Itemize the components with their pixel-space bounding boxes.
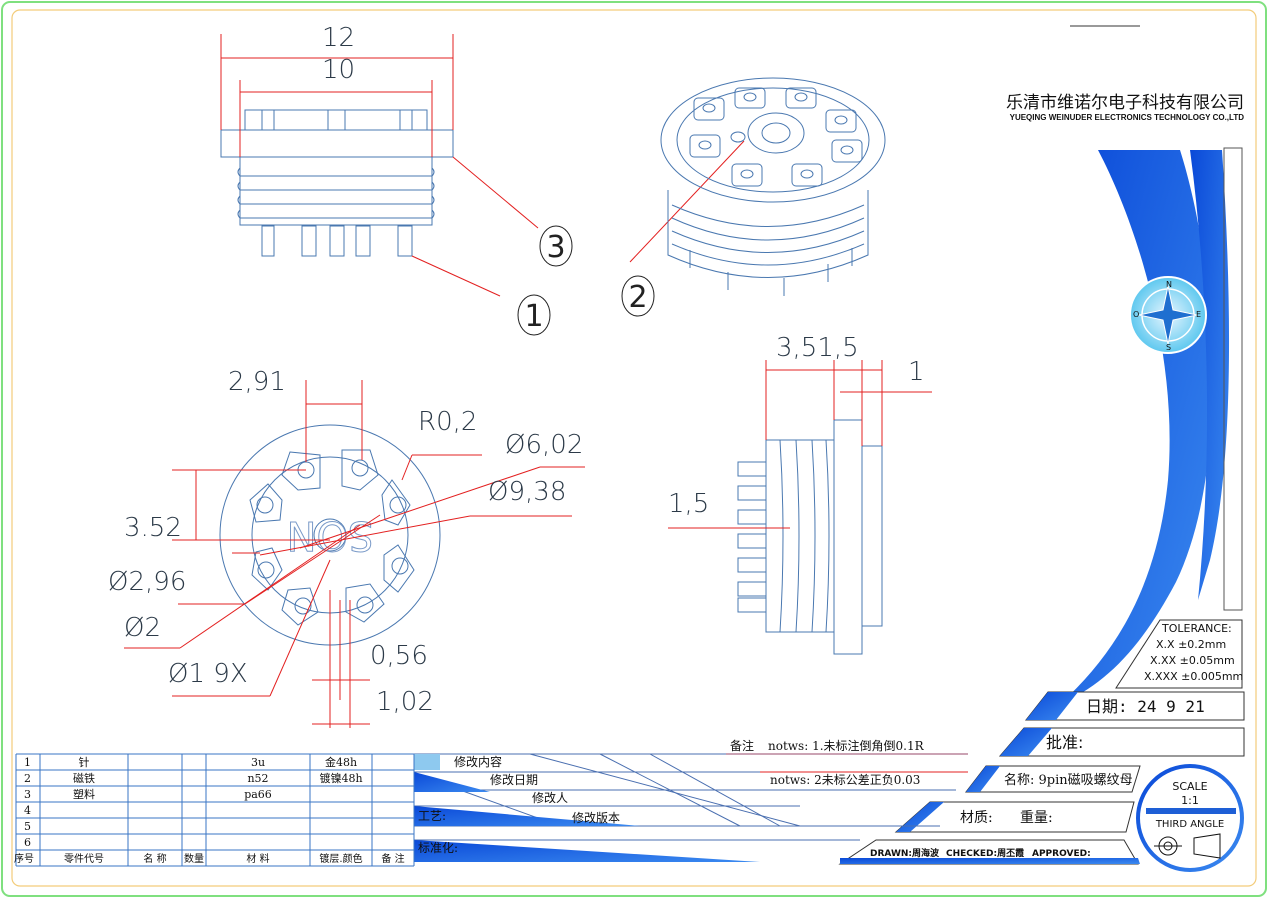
table-cell: 3	[24, 788, 31, 801]
parts-table: 1 针 3u 金48h 2 磁铁 n52 镀镍48h 3 塑料 pa66 4 5 6 序号 零件代号 名 称 数量…	[14, 753, 415, 867]
table-header-cell: 材 料	[246, 852, 269, 865]
svg-text:O: O	[1133, 310, 1139, 319]
svg-text:SON: SON	[287, 512, 374, 558]
table-cell: 金48h	[325, 755, 357, 769]
svg-text:批准:: 批准:	[1046, 733, 1083, 752]
table-cell: n52	[247, 772, 268, 785]
table-cell: 镀镍48h	[319, 771, 362, 785]
table-cell: 6	[24, 836, 31, 849]
table-header-cell: 序号	[14, 852, 34, 865]
rev-person: 修改人	[532, 790, 568, 805]
dim-side-left: 1,5	[668, 489, 709, 519]
table-header-cell: 零件代号	[64, 853, 104, 865]
table-cell: 2	[24, 772, 31, 785]
svg-text:SCALE: SCALE	[1172, 780, 1207, 793]
rev-version: 修改版本	[572, 810, 620, 825]
dim-12: 12	[322, 23, 355, 53]
svg-text:E: E	[1196, 310, 1201, 319]
scale-badge: SCALE 1:1 THIRD ANGLE	[1136, 764, 1244, 872]
approve-row: 批准:	[998, 727, 1245, 757]
dim-d296: Ø2,96	[108, 567, 186, 597]
front-dim-lines	[124, 380, 585, 728]
tolerance-box: TOLERANCE: X.X ±0.2mm X.XX ±0.05mm X.XXX…	[1115, 619, 1243, 689]
dim-d602: Ø6,02	[505, 430, 583, 460]
name-row: 名称: 9pin磁吸螺纹母	[964, 765, 1141, 793]
svg-text:APPROVED:: APPROVED:	[1032, 849, 1091, 859]
callout-2: 2	[621, 275, 655, 317]
table-cell: 针	[79, 755, 90, 769]
dim-10: 10	[322, 55, 355, 85]
callout-1: 1	[517, 294, 551, 336]
table-header-cell: 镀层.颜色	[319, 852, 362, 865]
svg-text:CHECKED:周丕霞: CHECKED:周丕霞	[946, 848, 1025, 859]
table-cell: 3u	[251, 756, 265, 769]
dim-pitch: 2,91	[228, 367, 286, 397]
svg-text:X.XXX ±0.005mm: X.XXX ±0.005mm	[1144, 670, 1243, 683]
dim-d1: Ø1 9X	[168, 659, 248, 689]
table-header-cell: 名 称	[143, 852, 166, 865]
rev-content: 修改内容	[454, 754, 502, 769]
table-header-cell: 数量	[184, 852, 204, 865]
dim-side-top: 3,51,5	[776, 333, 859, 363]
note-1: notws: 1.未标注倒角倒0.1R	[768, 738, 925, 753]
dim-102: 1,02	[376, 687, 434, 717]
table-cell: 5	[24, 820, 31, 833]
dim-352: 3.52	[124, 513, 182, 543]
rev-date: 修改日期	[490, 772, 538, 787]
rev-standard: 标准化:	[418, 841, 458, 855]
svg-text:THIRD ANGLE: THIRD ANGLE	[1155, 819, 1224, 830]
top-side-view	[220, 109, 454, 257]
isometric-view	[660, 77, 886, 296]
right-side-view	[737, 419, 883, 655]
table-cell: 1	[24, 756, 31, 769]
svg-text:1: 1	[524, 299, 543, 334]
date-row: 日期: 24 9 21	[1024, 691, 1245, 721]
dim-radius: R0,2	[418, 407, 477, 437]
svg-text:TOLERANCE:: TOLERANCE:	[1161, 622, 1232, 635]
dim-056: 0,56	[370, 641, 428, 671]
signature-row: DRAWN:周海波 CHECKED:周丕霞 APPROVED:	[838, 839, 1140, 865]
dim-side-one: 1	[908, 357, 925, 387]
svg-text:S: S	[1166, 343, 1171, 352]
note-remark: 备注	[730, 738, 754, 753]
svg-text:3: 3	[546, 230, 565, 265]
svg-text:X.XX ±0.05mm: X.XX ±0.05mm	[1150, 654, 1235, 667]
svg-text:1:1: 1:1	[1181, 794, 1199, 807]
compass-icon: N S E O	[1129, 276, 1207, 354]
table-header-cell: 备 注	[381, 852, 404, 865]
inner-border	[11, 9, 1257, 887]
dim-d2: Ø2	[124, 613, 161, 643]
front-face-view: SON	[219, 424, 441, 646]
svg-text:材质:: 材质:	[960, 810, 993, 826]
svg-text:X.X ±0.2mm: X.X ±0.2mm	[1156, 638, 1226, 651]
material-row: 材质: 重量:	[894, 801, 1135, 833]
table-cell: 磁铁	[73, 772, 95, 785]
rev-process: 工艺:	[418, 809, 446, 823]
table-cell: 塑料	[73, 787, 95, 801]
company-name-en: YUEQING WEINUDER ELECTRONICS TECHNOLOGY …	[1010, 113, 1245, 122]
svg-text:重量:: 重量:	[1020, 810, 1053, 826]
svg-text:DRAWN:周海波: DRAWN:周海波	[870, 847, 940, 859]
svg-text:N: N	[1166, 280, 1172, 289]
table-cell: 4	[24, 804, 31, 817]
svg-text:名称: 9pin磁吸螺纹母: 名称: 9pin磁吸螺纹母	[1004, 772, 1133, 788]
note-2: notws: 2未标公差正负0.03	[770, 773, 920, 787]
top-dim-lines	[220, 34, 745, 297]
side-dim-lines	[668, 360, 932, 529]
table-cell: pa66	[244, 788, 272, 801]
svg-text:2: 2	[628, 280, 647, 315]
svg-text:日期: 24 9 21: 日期: 24 9 21	[1086, 697, 1205, 716]
callout-3: 3	[539, 225, 573, 267]
dim-d938: Ø9,38	[488, 477, 566, 507]
company-name-cn: 乐清市维诺尔电子科技有限公司	[1006, 93, 1244, 113]
